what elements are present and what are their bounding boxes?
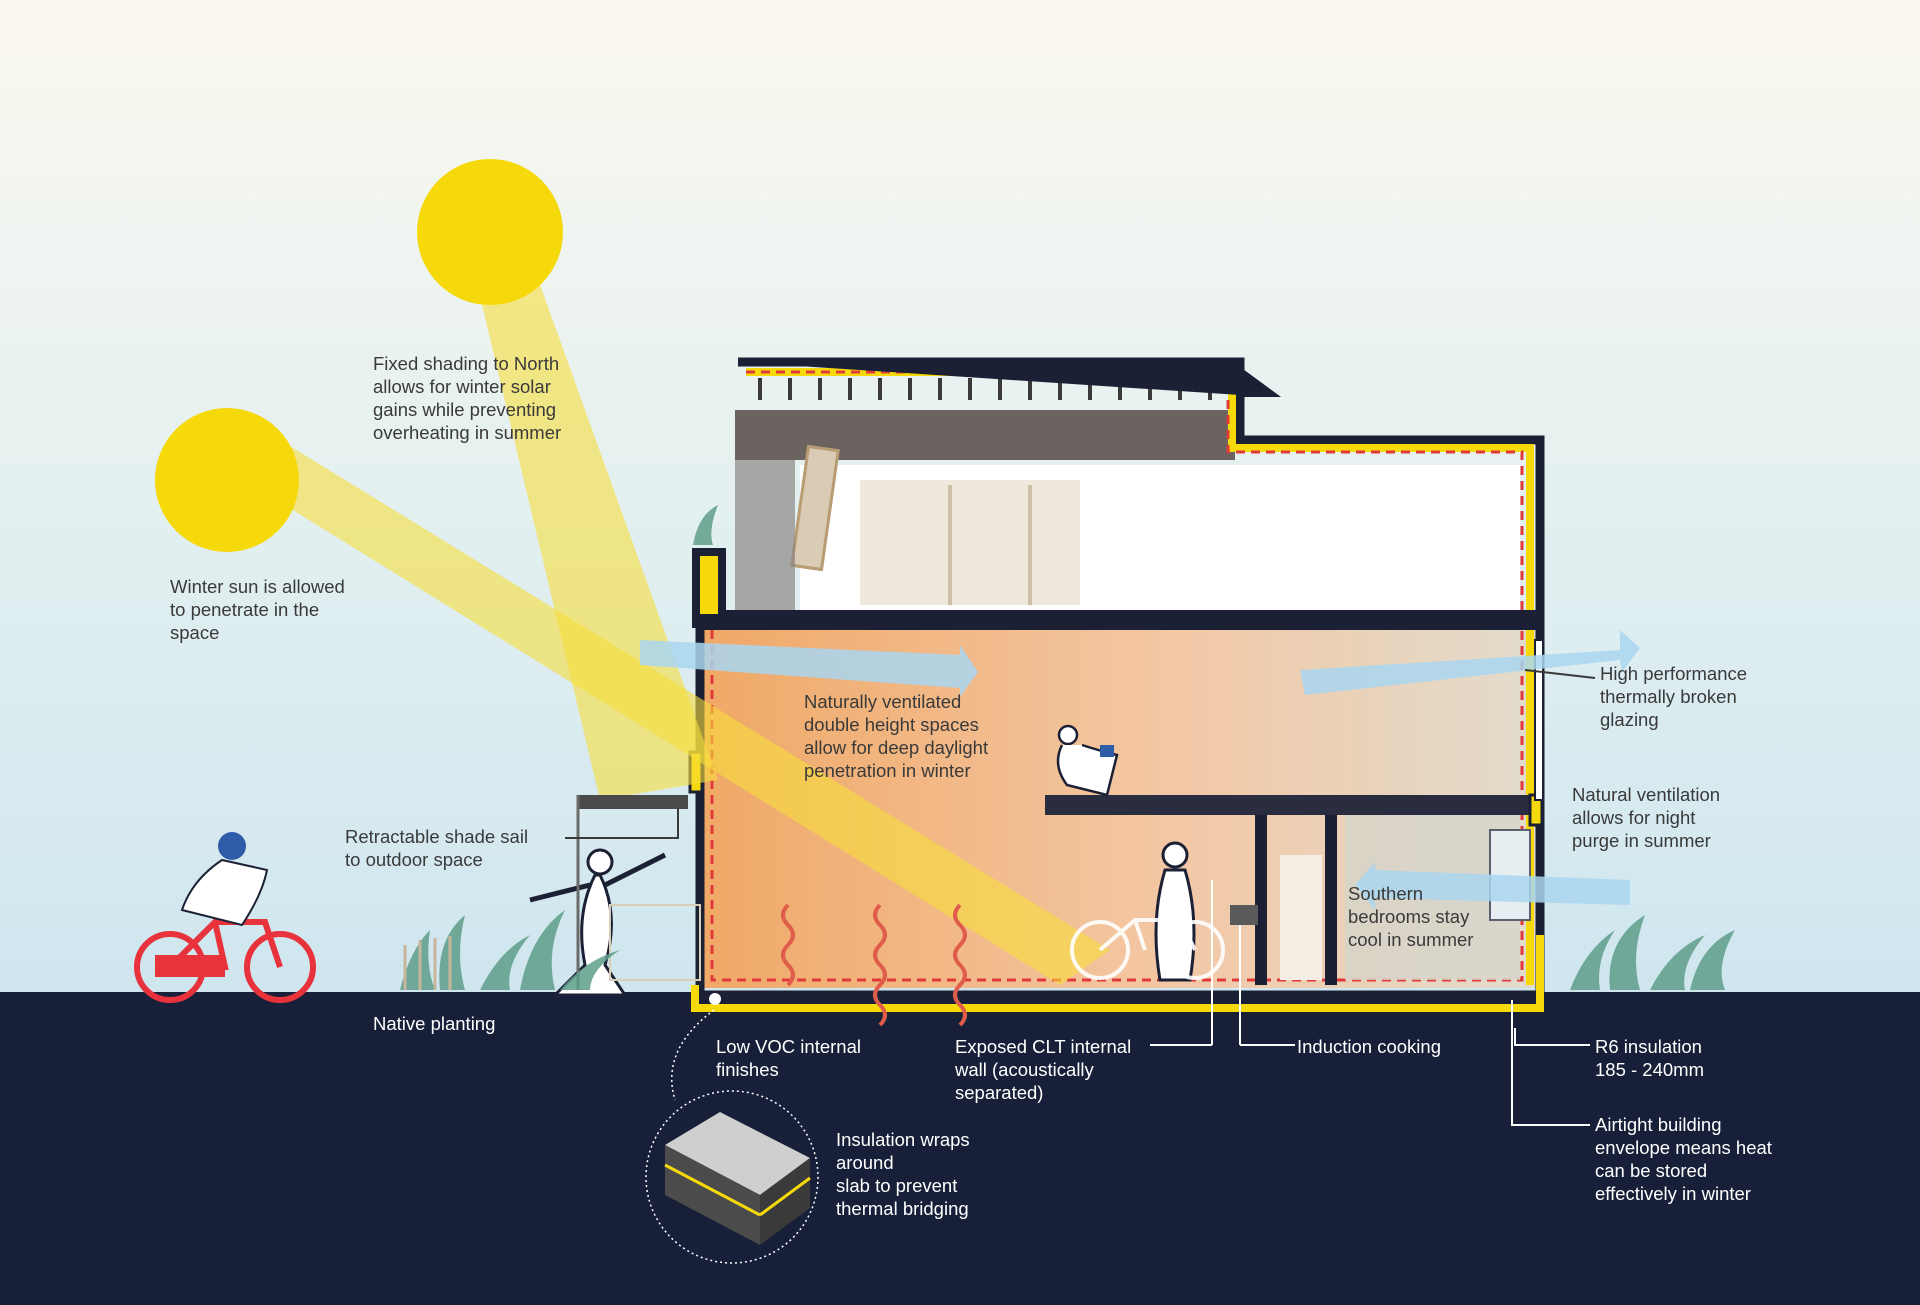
label-native-planting: Native planting [373,1012,495,1035]
induction-pot-icon [1230,905,1258,925]
first-floor-slab [700,610,1540,630]
winter-sun [155,408,299,552]
mezzanine-slab [1045,795,1540,815]
label-induction-cooking: Induction cooking [1297,1035,1441,1058]
summer-sun [417,159,563,305]
cyclist-helmet [218,832,246,860]
upper-glazed-door [860,480,1080,605]
